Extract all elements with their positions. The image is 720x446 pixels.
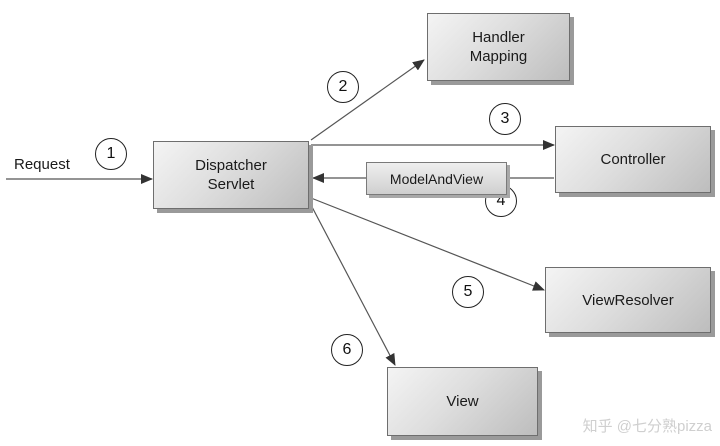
dispatcher-servlet-label: Dispatcher Servlet: [195, 157, 267, 193]
controller-node: Controller: [555, 126, 711, 193]
view-resolver-node: ViewResolver: [545, 267, 711, 333]
step-5-badge: 5: [452, 276, 484, 308]
request-label: Request: [14, 156, 70, 173]
model-and-view-box: ModelAndView: [366, 162, 507, 195]
view-label: View: [446, 393, 479, 410]
step-2-badge: 2: [327, 71, 359, 103]
view-node: View: [387, 367, 538, 436]
step-3-badge: 3: [489, 103, 521, 135]
watermark-text: 知乎 @七分熟pizza: [582, 418, 712, 435]
arrow-to-handler-mapping: [310, 59, 425, 141]
handler-mapping-label: Handler Mapping: [469, 29, 528, 65]
arrow-to-view: [310, 204, 396, 366]
handler-mapping-node: Handler Mapping: [427, 13, 570, 81]
step-1-badge: 1: [95, 138, 127, 170]
dispatcher-servlet-node: Dispatcher Servlet: [153, 141, 309, 209]
arrow-to-view-resolver: [310, 197, 545, 291]
view-resolver-label: ViewResolver: [582, 291, 674, 309]
model-and-view-label: ModelAndView: [389, 170, 484, 187]
controller-label: Controller: [600, 151, 666, 168]
step-6-badge: 6: [331, 334, 363, 366]
